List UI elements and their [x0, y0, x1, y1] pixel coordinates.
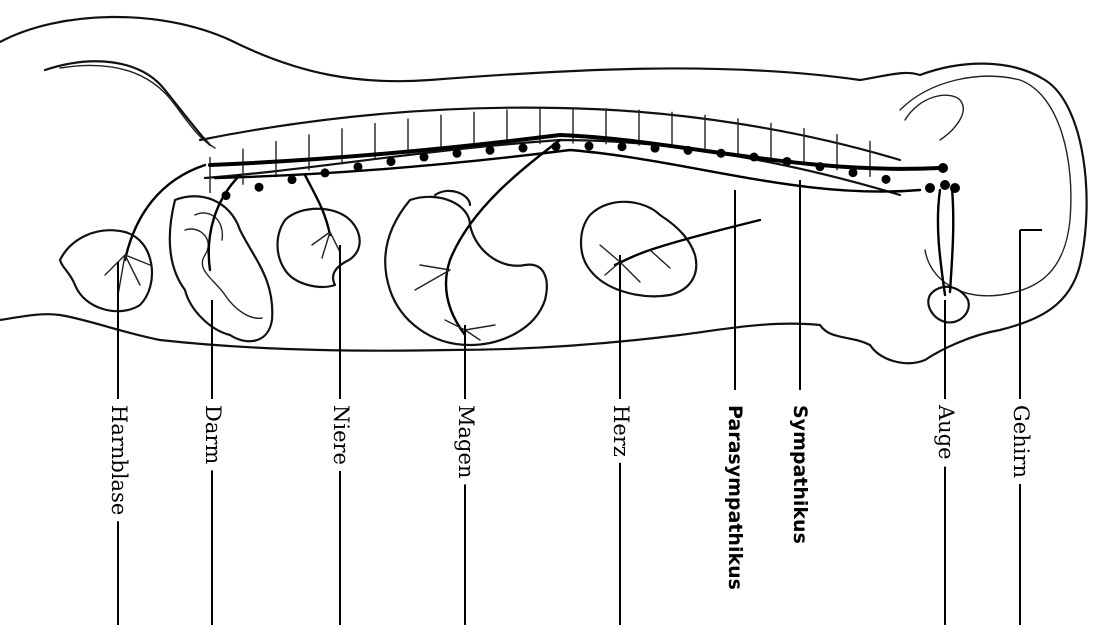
ganglion-node: [882, 175, 891, 184]
auge-nerve-2: [950, 188, 953, 292]
niere-nerve: [305, 175, 330, 235]
ganglion-node: [453, 149, 462, 158]
harnblase-nerve: [125, 165, 205, 260]
tail-outline: [45, 61, 210, 145]
herz-nerve: [615, 220, 760, 265]
parasympathikus-trunk: [215, 150, 920, 192]
niere-organ: [278, 209, 360, 287]
tail-inner: [60, 65, 215, 148]
ganglion-node: [618, 142, 627, 151]
darm-nerve: [209, 175, 240, 270]
ganglion-node: [420, 153, 429, 162]
darm-organ: [170, 196, 273, 341]
herz-branches: [600, 245, 670, 282]
ganglion-node: [387, 157, 396, 166]
label-auge: Auge: [934, 404, 958, 460]
darm-coils: [185, 213, 262, 318]
harnblase-organ: [60, 230, 152, 311]
label-parasympathikus: Parasympathikus: [724, 405, 746, 590]
label-herz: Herz: [609, 405, 633, 457]
magen-branches: [415, 265, 495, 340]
label-sympathikus: Sympathikus: [789, 405, 811, 544]
ganglion-node: [585, 142, 594, 151]
brainstem-node: [940, 180, 950, 190]
label-gehirn: Gehirn: [1009, 405, 1033, 478]
ganglion-node: [486, 146, 495, 155]
ganglion-node: [288, 175, 297, 184]
label-niere: Niere: [329, 405, 353, 465]
label-harnblase: Harnblase: [107, 405, 131, 515]
herz-organ: [581, 202, 696, 296]
brainstem-node: [925, 183, 935, 193]
label-magen: Magen: [454, 405, 478, 478]
magen-organ: [385, 197, 547, 345]
harnblase-branches: [105, 255, 150, 295]
brain-inner: [905, 95, 963, 140]
label-darm: Darm: [201, 405, 225, 464]
auge-organ: [928, 287, 968, 323]
ganglion-node: [255, 183, 264, 192]
vertebrae: [210, 108, 870, 192]
ganglion-node: [519, 144, 528, 153]
niere-branches: [312, 232, 340, 258]
